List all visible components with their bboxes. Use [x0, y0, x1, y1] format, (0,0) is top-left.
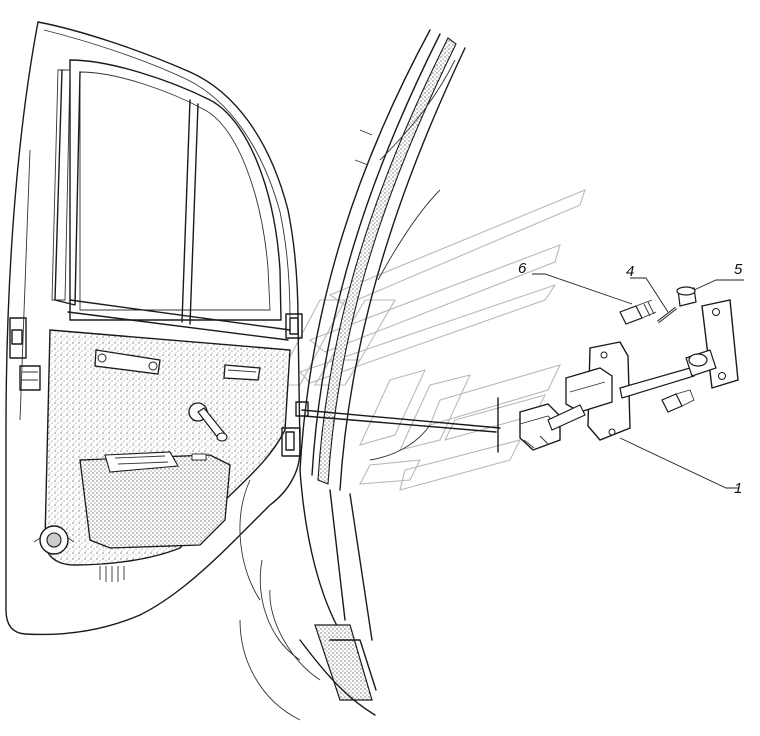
callout-4: 4	[626, 263, 634, 280]
callout-1: 1	[734, 480, 742, 497]
body-opening	[239, 29, 466, 721]
callout-6: 6	[518, 260, 527, 277]
door-hinges	[281, 313, 309, 457]
watermark-logo	[274, 189, 586, 491]
assembly-link	[301, 397, 501, 453]
door-trim-panel	[33, 329, 291, 582]
door-panel	[5, 21, 301, 636]
door-check-parts	[519, 286, 739, 451]
callout-5: 5	[734, 261, 743, 278]
leader-lines	[532, 273, 744, 489]
